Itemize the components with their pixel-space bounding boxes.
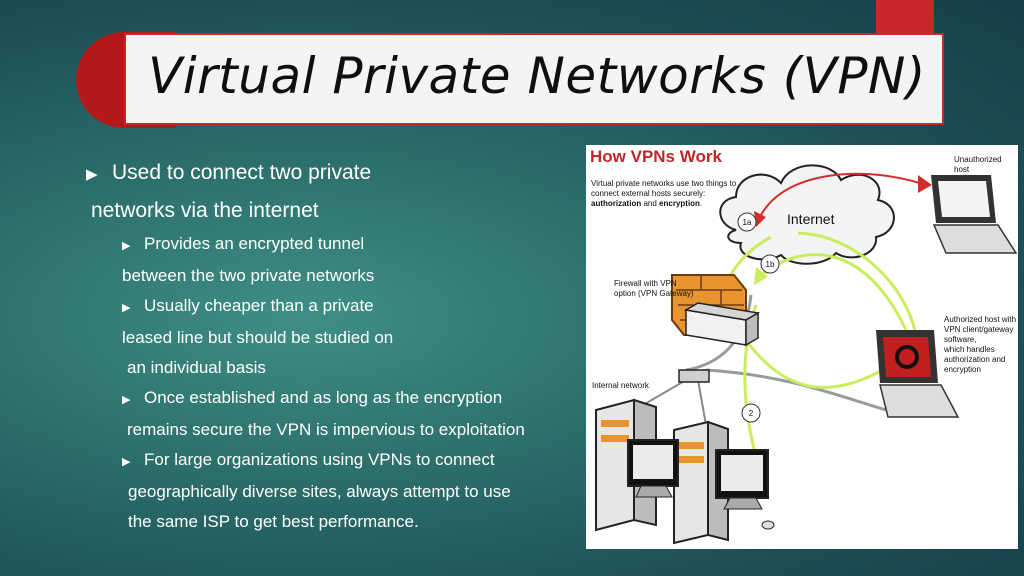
authorized-label-line: authorization and [944, 355, 1006, 364]
diagram-intro-term-authorization: authorization [591, 199, 642, 208]
vpn-diagram: 1a 1b 2 [586, 145, 1018, 549]
bullet-text: Usually cheaper than a private [144, 296, 374, 315]
firewall-label-line: option (VPN Gateway) [614, 289, 694, 298]
firewall-label: Firewall with VPN option (VPN Gateway) [614, 279, 694, 299]
monitor-icon [627, 439, 679, 498]
step-1b-label: 1b [766, 260, 775, 269]
internet-label: Internet [787, 211, 835, 227]
bullet-arrow-icon: ▶ [122, 302, 131, 314]
step-1a-label: 1a [743, 218, 752, 227]
bullet-text: remains secure the VPN is impervious to … [127, 420, 525, 439]
vpn-diagram-graphic: 1a 1b 2 [595, 164, 1018, 545]
authorized-label-line: software, [944, 335, 977, 344]
vpn-gateway-icon [683, 302, 761, 347]
monitor-icon [715, 449, 769, 510]
bullet-arrow-icon: ▶ [122, 240, 131, 252]
bullet-text: leased line but should be studied on [122, 328, 394, 347]
internal-network-label: Internal network [592, 381, 649, 390]
router-icon [678, 369, 710, 383]
step-2-label: 2 [749, 409, 754, 418]
authorized-label-line: Authorized host with [944, 315, 1017, 324]
diagram-intro-joiner: and [643, 199, 657, 208]
authorized-label-line: VPN client/gateway [944, 325, 1014, 334]
authorized-label-line: which handles [944, 345, 995, 354]
title-box: Virtual Private Networks (VPN) [124, 33, 944, 125]
bullet-item: ▶ Used to connect two private networks vi… [84, 155, 594, 229]
bullet-text: Once established and as long as the encr… [144, 388, 503, 407]
authorized-label-line: encryption [944, 365, 981, 374]
bullet-text: between the two private networks [122, 266, 375, 285]
bullet-list: ▶ Used to connect two private networks vi… [84, 155, 594, 537]
cable-line [697, 379, 707, 426]
sub-bullet-item: ▶ Once established and as long as the enc… [84, 383, 594, 445]
bullet-text: an individual basis [127, 358, 266, 377]
mouse-icon [761, 520, 775, 530]
step-1a-badge: 1a [737, 212, 757, 232]
diagram-intro-text: Virtual private networks use two things … [591, 179, 737, 198]
bullet-text: For large organizations using VPNs to co… [144, 450, 495, 469]
bullet-text: geographically diverse sites, always att… [128, 482, 511, 501]
bullet-text: Provides an encrypted tunnel [144, 234, 365, 253]
slide-title: Virtual Private Networks (VPN) [148, 47, 926, 105]
bullet-text: the same ISP to get best performance. [128, 512, 419, 531]
firewall-label-line: Firewall with VPN [614, 279, 677, 288]
sub-bullet-item: ▶ Usually cheaper than a private leased l… [84, 291, 594, 383]
bullet-text: networks via the internet [91, 199, 319, 222]
bullet-arrow-icon: ▶ [86, 166, 98, 183]
bullet-arrow-icon: ▶ [122, 394, 131, 406]
cable-line [685, 294, 753, 372]
bullet-arrow-icon: ▶ [122, 456, 131, 468]
bullet-text: Used to connect two private [112, 161, 372, 184]
authorized-host-label: Authorized host with VPN client/gateway … [944, 315, 1018, 375]
denied-path-arrow-icon [754, 172, 932, 227]
diagram-intro-end: . [699, 199, 703, 208]
diagram-intro: Virtual private networks use two things … [591, 179, 751, 209]
sub-bullet-item: ▶ For large organizations using VPNs to c… [84, 445, 594, 537]
diagram-intro-term-encryption: encryption [659, 199, 700, 208]
sub-bullet-item: ▶ Provides an encrypted tunnel between th… [84, 229, 594, 291]
cable-line [705, 368, 887, 412]
unauthorized-host-label: Unauthorized host [954, 155, 1002, 174]
step-1b-badge: 1b [760, 254, 780, 274]
laptop-icon [876, 330, 960, 418]
server-icon [673, 420, 729, 545]
step-2-badge: 2 [741, 403, 761, 423]
diagram-title: How VPNs Work [590, 147, 722, 166]
laptop-icon [931, 175, 1018, 254]
